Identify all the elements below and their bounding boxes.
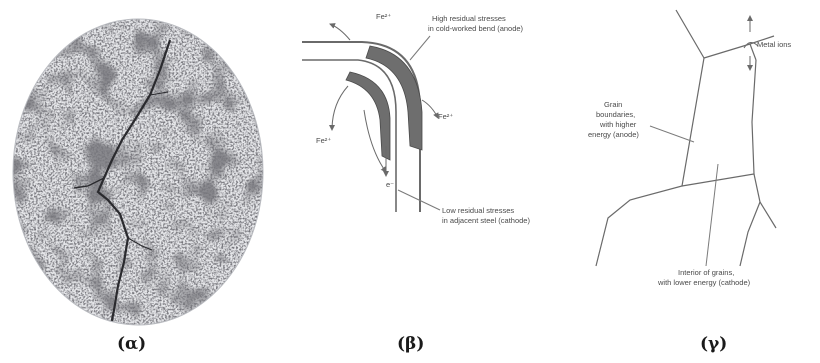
grain-label-1: Grain (604, 100, 622, 109)
leader-high-stress (410, 36, 430, 60)
electron-label: e⁻ (386, 180, 394, 189)
grain-label-4: energy (anode) (588, 130, 639, 139)
bend-diagram (280, 0, 580, 358)
caption-a: (α) (117, 334, 146, 354)
interior-label-1: Interior of grains, (678, 268, 734, 277)
leader-grain-boundaries (650, 126, 694, 142)
grain-label-2: boundaries, (596, 110, 635, 119)
high-stress-label-2: in cold-worked bend (anode) (428, 24, 523, 33)
ion-label-left: Fe²⁺ (316, 136, 331, 145)
grain-diagram (560, 0, 820, 358)
grain-label-3: with higher (600, 120, 636, 129)
panel-b: Fe²⁺ Fe²⁺ Fe²⁺ e⁻ High residual stresses… (280, 0, 580, 358)
low-stress-label-2: in adjacent steel (cathode) (442, 216, 530, 225)
micrograph-image (0, 0, 280, 358)
ion-arrow-left (332, 86, 348, 130)
caption-c: (γ) (700, 334, 727, 354)
panel-a: (α) (0, 0, 280, 358)
high-stress-label-1: High residual stresses (432, 14, 506, 23)
low-stress-label-1: Low residual stresses (442, 206, 514, 215)
panel-c: Metal ions Grain boundaries, with higher… (560, 0, 820, 358)
anode-region-inner (346, 72, 390, 160)
ion-label-right: Fe²⁺ (438, 112, 453, 121)
ion-label-top: Fe²⁺ (376, 12, 391, 21)
leader-interior-grains (706, 164, 718, 266)
caption-b: (β) (397, 334, 424, 354)
metal-ions-label: Metal ions (757, 40, 791, 49)
ion-arrow-top (330, 24, 350, 40)
interior-label-2: with lower energy (cathode) (658, 278, 750, 287)
ion-arrow-right (422, 100, 438, 118)
